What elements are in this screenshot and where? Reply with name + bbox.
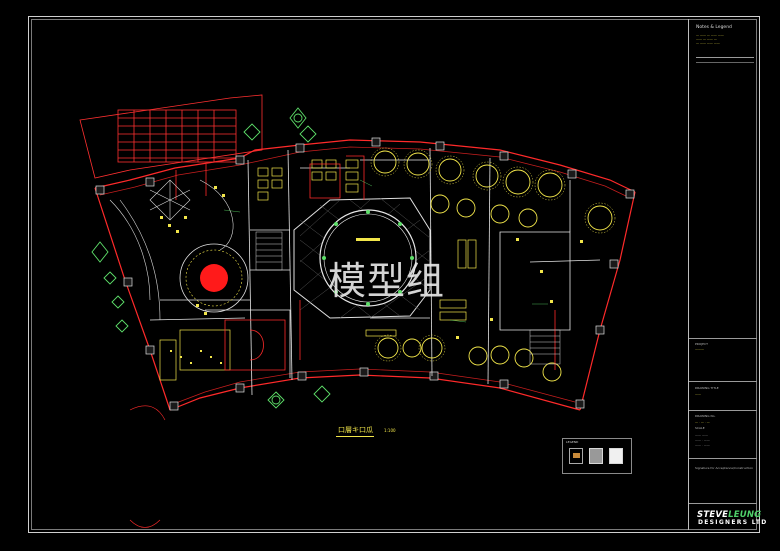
- notes-line: — —— —— ——: [696, 41, 720, 45]
- notes-line: —— — —— —: [696, 37, 717, 41]
- watermark-text: 模型组: [328, 259, 446, 303]
- revision-rule: [696, 62, 754, 63]
- chairs-scatter: [160, 186, 583, 364]
- title-block-field: —— · ——: [695, 443, 710, 447]
- structural-columns: [95, 137, 635, 411]
- notes-line: — —— — —— ——: [696, 33, 724, 37]
- plan-scale: 1:100: [384, 428, 396, 433]
- red-detail-lines: [175, 155, 556, 371]
- building-outline: [94, 139, 636, 411]
- central-lobby: [293, 197, 431, 319]
- table-chairs: [370, 147, 616, 362]
- signature-label: Signature for Acceptance/Construction: [695, 466, 754, 470]
- leader-lines: [223, 179, 548, 323]
- left-arcs: [109, 179, 234, 321]
- planter-plants: [91, 107, 331, 409]
- legend-swatch-light: [609, 448, 623, 464]
- door-swings: [129, 405, 166, 528]
- notes-legend-heading: Notes & Legend: [696, 25, 732, 30]
- legend-label: LEGEND: [566, 440, 579, 444]
- title-block-divider: [688, 19, 689, 530]
- interior-walls: [149, 147, 601, 396]
- drawing-no-value: — · — · —: [695, 420, 710, 424]
- logo-subtitle: DESIGNERS LTD: [698, 519, 768, 526]
- title-block-rule: [689, 410, 757, 411]
- drawing-title-value: ——: [695, 392, 701, 396]
- title-block-rule: [689, 458, 757, 459]
- plan-title-underline: [336, 436, 374, 437]
- title-block-field: —— ——: [695, 433, 708, 437]
- title-block-rule: [689, 503, 757, 504]
- title-block-rule: [689, 338, 757, 339]
- legend-swatch-grey: [589, 448, 603, 464]
- red-round-feature: [179, 243, 249, 313]
- drawing-title-label: DRAWING TITLE: [695, 386, 719, 390]
- project-value: ———: [695, 347, 704, 351]
- logo-text-leung: LEUNG: [728, 510, 762, 520]
- scale-label: SCALE: [695, 426, 705, 430]
- title-block-field: —— · ——: [695, 438, 710, 442]
- stage-hatch-block: [79, 94, 263, 179]
- project-label: PROJECT: [695, 342, 708, 346]
- round-tables: [373, 150, 613, 382]
- drawing-border: [28, 16, 760, 533]
- booth-seating: [159, 159, 477, 381]
- drawing-no-label: DRAWING No.: [695, 414, 716, 418]
- legend-swatch-dark: [569, 448, 583, 464]
- material-legend: [562, 438, 632, 474]
- revision-rule: [696, 57, 754, 58]
- company-logo: STEVELEUNG: [697, 510, 761, 520]
- logo-text-steve: STEVE: [697, 510, 729, 520]
- plan-title: 口層キ口瓜: [338, 426, 373, 434]
- stairs: [255, 231, 561, 365]
- title-block-rule: [689, 381, 757, 382]
